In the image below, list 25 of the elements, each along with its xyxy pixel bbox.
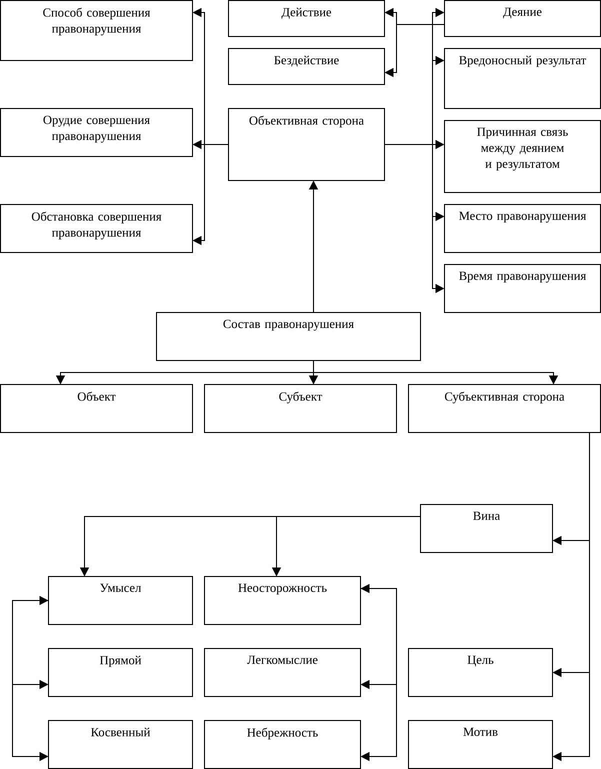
concept-box: Состав правонарушения (156, 312, 421, 361)
connector-arrow (360, 588, 397, 762)
concept-box: Косвенный (48, 720, 193, 769)
concept-box: Субъект (204, 384, 397, 433)
concept-box: Прямой (48, 648, 193, 697)
concept-box: Мотив (408, 720, 553, 769)
concept-box: Бездействие (228, 48, 385, 85)
concept-box: Объект (0, 384, 193, 433)
concept-box: Время правонарушения (444, 264, 601, 313)
concept-box: Вредоносный результат (444, 48, 601, 109)
concept-box: Небрежность (204, 720, 361, 769)
concept-box: Деяние (444, 0, 601, 37)
concept-box: Объективная сторона (228, 108, 385, 181)
concept-box: Обстановка совершения правонарушения (0, 204, 193, 253)
concept-box: Место правонарушения (444, 204, 601, 253)
concept-box: Цель (408, 648, 553, 697)
concept-box: Действие (228, 0, 385, 37)
concept-box: Способ совершения правонарушения (0, 0, 193, 61)
concept-box: Вина (420, 504, 553, 553)
concept-box: Причинная связь между деянием и результатом (444, 120, 601, 193)
concept-box: Легкомыслие (204, 648, 361, 697)
concept-box: Умысел (48, 576, 193, 625)
concept-box: Орудие совершения правонарушения (0, 108, 193, 157)
concept-box: Субъективная сторона (408, 384, 601, 433)
concept-box: Неосторожность (204, 576, 361, 625)
